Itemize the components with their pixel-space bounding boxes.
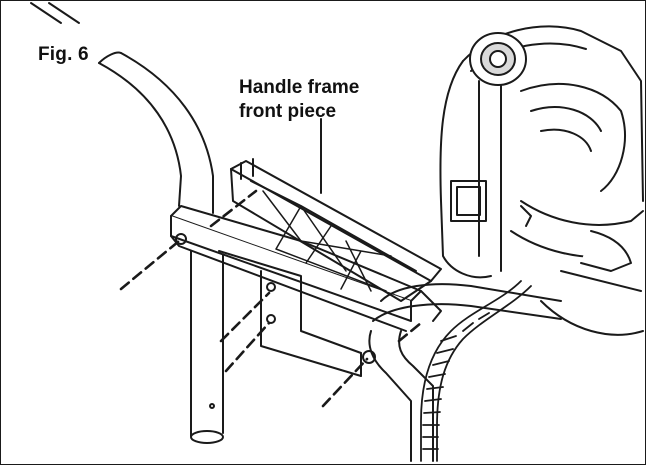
- left-support-post: [190, 250, 224, 444]
- handle-frame-rear-bracket: [170, 205, 422, 377]
- right-handle-grip: [439, 25, 644, 336]
- coiled-cable: [420, 280, 532, 462]
- cross-tube: [368, 283, 562, 462]
- callout-line-2: front piece: [239, 101, 337, 122]
- handle-frame-front-piece: [230, 158, 442, 322]
- figure-label: Fig. 6: [38, 44, 89, 65]
- left-handle-tube: [30, 2, 214, 214]
- screw-guide-lines: [119, 189, 423, 408]
- part-callout: Handle frame front piece: [239, 76, 359, 124]
- callout-line-1: Handle frame: [239, 77, 360, 98]
